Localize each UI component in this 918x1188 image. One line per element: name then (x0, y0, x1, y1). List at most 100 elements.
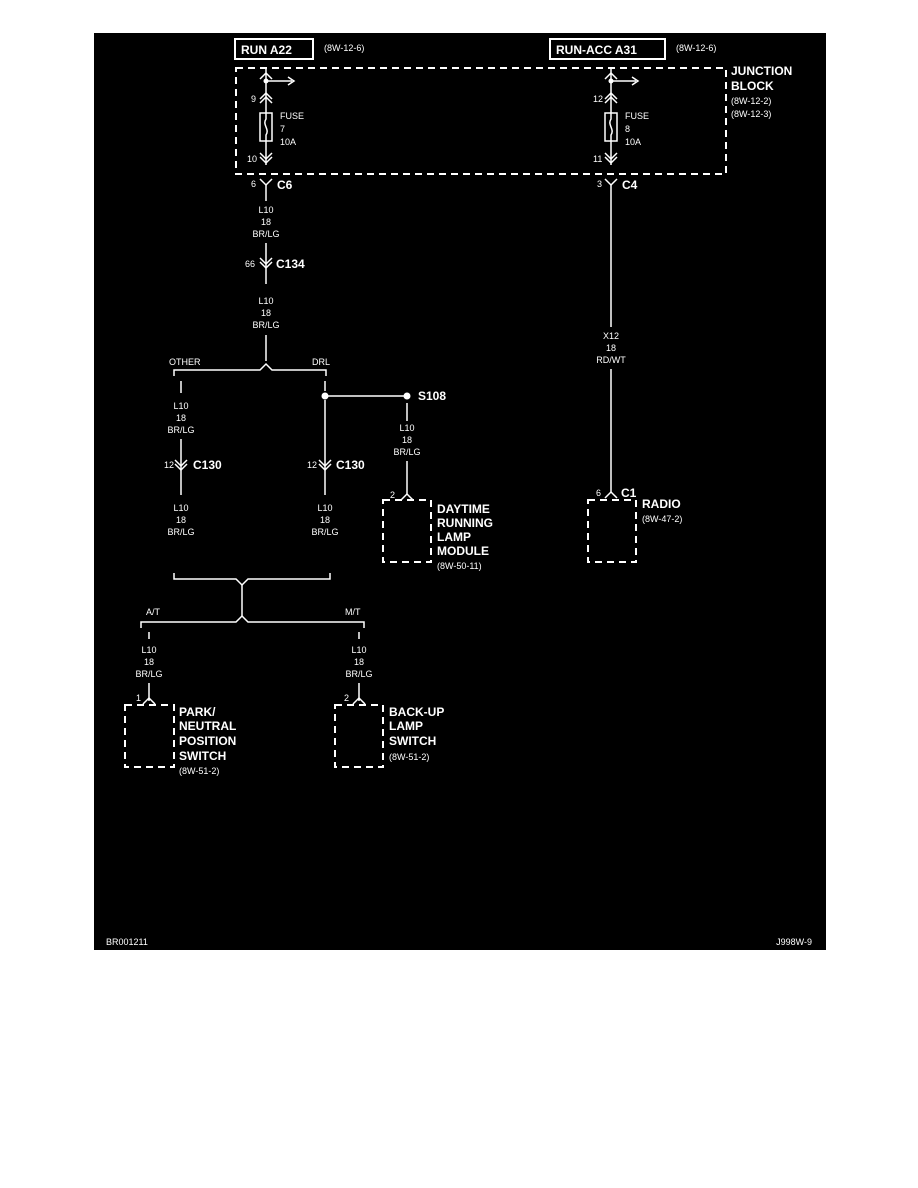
wire-color: BR/LG (167, 425, 194, 435)
wire-circuit: L10 (258, 296, 273, 306)
source-run-acc-a31: RUN-ACC A31 (8W-12-6) (549, 38, 716, 60)
wire-circuit: L10 (141, 645, 156, 655)
wire-color: RD/WT (596, 355, 626, 365)
wire-color: BR/LG (167, 527, 194, 537)
c134-pin: 66 (245, 259, 255, 269)
wire-color: BR/LG (345, 669, 372, 679)
branch-other-label: OTHER (169, 357, 201, 367)
c1-pin: 6 (596, 488, 601, 498)
backup-lamp-label-2: LAMP (389, 719, 423, 733)
wire-color: BR/LG (135, 669, 162, 679)
fuse-8-rating: 10A (625, 137, 641, 147)
wire-gauge: 18 (261, 217, 271, 227)
c1-name: C1 (621, 486, 637, 500)
run-acc-a31-ref: (8W-12-6) (676, 43, 716, 53)
footer-left-id: BR001211 (106, 937, 148, 947)
radio-box (587, 499, 637, 563)
fuse-8-pin-out: 11 (593, 154, 602, 164)
wire-label-l10-drl: L10 18 BR/LG (311, 503, 338, 537)
wire-label-l10-mt: L10 18 BR/LG (345, 645, 372, 679)
radio: RADIO (8W-47-2) (587, 497, 682, 563)
junction-block-label-1: JUNCTION (731, 64, 792, 78)
source-run-a22: RUN A22 (8W-12-6) (234, 38, 364, 60)
drl-module-label-3: LAMP (437, 530, 471, 544)
c130-left-name: C130 (193, 458, 222, 472)
wire-label-x12: X12 18 RD/WT (596, 331, 626, 365)
wire-gauge: 18 (606, 343, 616, 353)
connector-c6: 6 C6 (251, 178, 293, 192)
connector-c134: 66 C134 (245, 257, 305, 271)
wire-gauge: 18 (320, 515, 330, 525)
junction-block-ref-2: (8W-12-3) (731, 109, 771, 119)
wire-circuit: L10 (399, 423, 414, 433)
fuse-7: 9 FUSE 7 10A 10 (247, 69, 304, 165)
wire-color: BR/LG (393, 447, 420, 457)
c130-right-name: C130 (336, 458, 365, 472)
branch-at-label: A/T (146, 607, 161, 617)
wire-gauge: 18 (144, 657, 154, 667)
backup-lamp-label-3: SWITCH (389, 734, 436, 748)
fuse-7-pin-out: 10 (247, 154, 257, 164)
radio-label: RADIO (642, 497, 681, 511)
c4-pin: 3 (597, 179, 602, 189)
run-a22-ref: (8W-12-6) (324, 43, 364, 53)
drl-module-box (382, 499, 432, 563)
fuse-8-number: 8 (625, 124, 630, 134)
wire-gauge: 18 (176, 515, 186, 525)
merge-bracket (173, 573, 331, 617)
footer-right-id: J998W-9 (776, 937, 812, 947)
fuse-7-rating: 10A (280, 137, 296, 147)
backup-lamp-switch: 2 BACK-UP LAMP SWITCH (8W-51-2) (334, 693, 444, 768)
fuse-7-number: 7 (280, 124, 285, 134)
c130-left-pin: 12 (164, 460, 174, 470)
drl-module-label-4: MODULE (437, 544, 489, 558)
wire-label-l10-b: L10 18 BR/LG (252, 296, 279, 330)
wire-gauge: 18 (354, 657, 364, 667)
fuse-7-word: FUSE (280, 111, 304, 121)
wire-circuit: L10 (173, 503, 188, 513)
radio-ref: (8W-47-2) (642, 514, 682, 524)
wire-label-l10-at: L10 18 BR/LG (135, 645, 162, 679)
wire-label-l10-other-b: L10 18 BR/LG (167, 503, 194, 537)
connector-c4: 3 C4 (597, 178, 638, 192)
splice-dot-right (403, 392, 411, 400)
junction-block-ref-1: (8W-12-2) (731, 96, 771, 106)
fuse-7-pin-in: 9 (251, 94, 256, 104)
wire-color: BR/LG (311, 527, 338, 537)
c130-right-pin: 12 (307, 460, 317, 470)
wiring-diagram: RUN A22 (8W-12-6) RUN-ACC A31 (8W-12-6) … (94, 33, 826, 950)
wire-circuit: L10 (351, 645, 366, 655)
drl-module-pin: 2 (390, 490, 395, 500)
wire-label-l10-a: L10 18 BR/LG (252, 205, 279, 239)
park-neutral-label-3: POSITION (179, 734, 236, 748)
c134-name: C134 (276, 257, 305, 271)
wire-label-l10-s108: L10 18 BR/LG (393, 423, 420, 457)
wire-circuit: L10 (317, 503, 332, 513)
park-neutral-box (124, 704, 175, 768)
wire-gauge: 18 (176, 413, 186, 423)
wire-gauge: 18 (402, 435, 412, 445)
connector-c130-left: 12 C130 (164, 458, 222, 472)
backup-lamp-ref: (8W-51-2) (389, 752, 429, 762)
park-neutral-label-2: NEUTRAL (179, 719, 236, 733)
wire-circuit: L10 (173, 401, 188, 411)
run-a22-label: RUN A22 (241, 43, 292, 57)
s108-label: S108 (418, 389, 446, 403)
park-neutral-pin: 1 (136, 693, 141, 703)
junction-block-label-2: BLOCK (731, 79, 774, 93)
fuse-8: 12 FUSE 8 10A 11 (593, 69, 649, 165)
connector-c130-right: 12 C130 (307, 458, 365, 472)
wire-circuit: L10 (258, 205, 273, 215)
c6-pin: 6 (251, 179, 256, 189)
drl-module-label-2: RUNNING (437, 516, 493, 530)
run-acc-a31-label: RUN-ACC A31 (556, 43, 637, 57)
wire-circuit: X12 (603, 331, 619, 341)
wire-label-l10-other: L10 18 BR/LG (167, 401, 194, 435)
c6-name: C6 (277, 178, 293, 192)
drl-module-ref: (8W-50-11) (437, 561, 482, 571)
junction-block-outline (235, 67, 727, 175)
connector-c1: 6 C1 (596, 486, 637, 500)
backup-lamp-pin: 2 (344, 693, 349, 703)
branch-mt-label: M/T (345, 607, 361, 617)
wire-gauge: 18 (261, 308, 271, 318)
